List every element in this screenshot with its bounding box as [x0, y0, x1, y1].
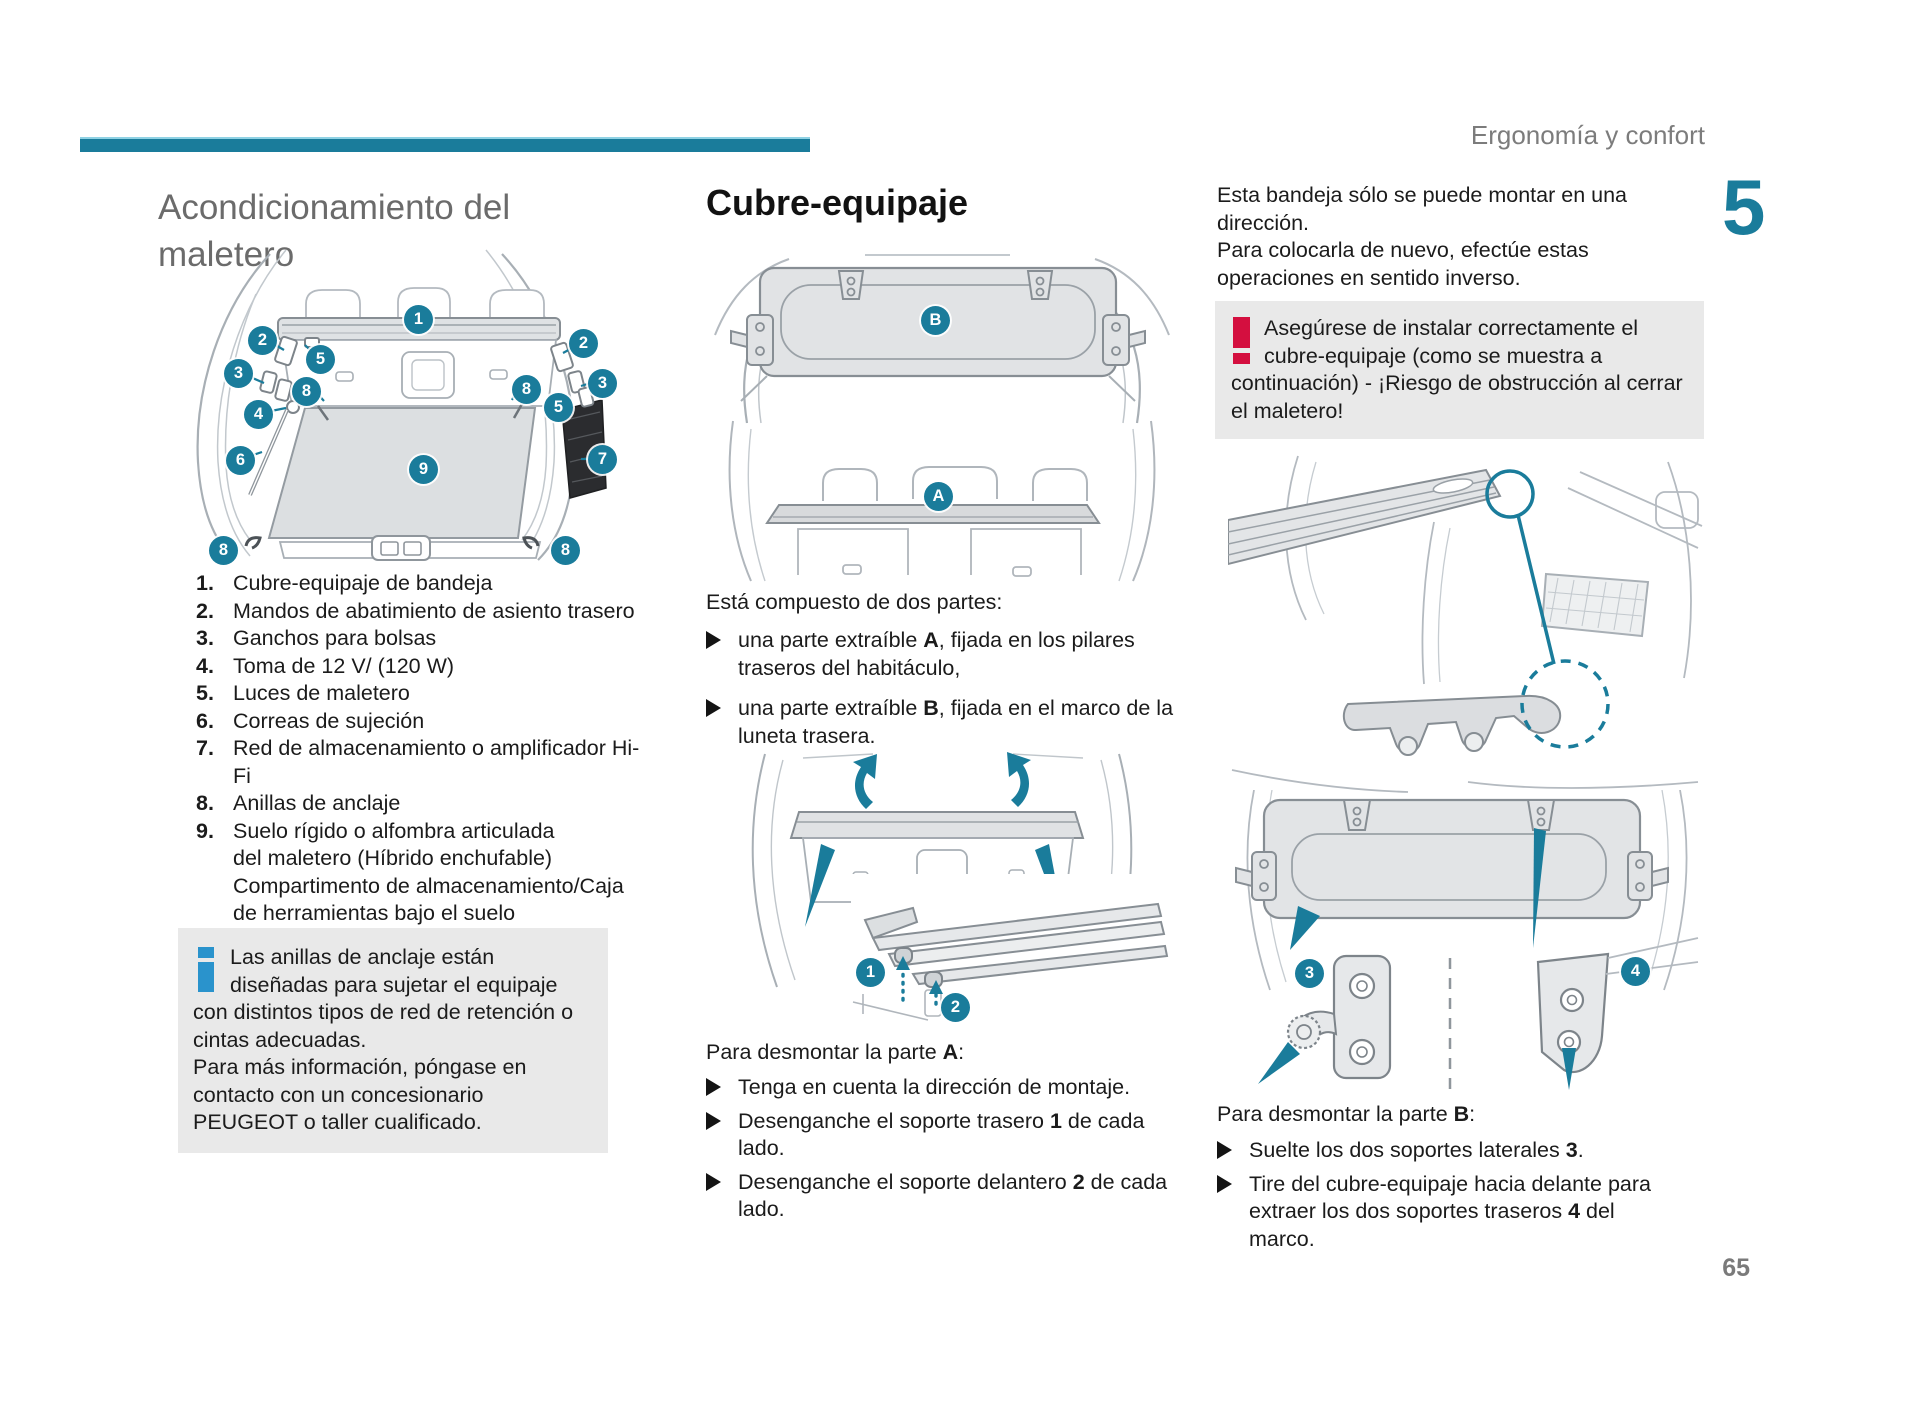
bullet-arrow-icon	[1217, 1141, 1232, 1159]
chapter-number: 5	[1722, 163, 1766, 251]
legend-item: 1.Cubre-equipaje de bandeja	[196, 571, 493, 595]
legend-item: 6.Correas de sujeción	[196, 708, 425, 733]
list-item: Desenganche el soporte trasero 1 de cada…	[706, 1108, 1178, 1163]
legend-item: 2.Mandos de abatimiento de asiento trase…	[196, 598, 635, 623]
legend-item: 5.Luces de maletero	[196, 681, 410, 705]
list-item: una parte extraíble B, fijada en el marc…	[706, 695, 1178, 750]
info-icon	[198, 947, 214, 992]
callout-B: B	[921, 306, 950, 335]
callout-1: 1	[404, 305, 433, 334]
bullet-arrow-icon	[706, 699, 721, 717]
bullet-arrow-icon	[706, 1078, 721, 1096]
luggage-cover-parts-diagram: B A	[703, 243, 1181, 583]
list-item: Suelte los dos soportes laterales 3.	[1217, 1137, 1679, 1165]
list-item: una parte extraíble A, fijada en los pil…	[706, 627, 1178, 682]
trunk-overview-diagram: 1 2 2 3 3 4 5 5 6 7 8 8 8 8 9	[150, 240, 620, 565]
callout-8: 8	[512, 375, 541, 404]
callout-3: 3	[1295, 959, 1324, 988]
legend-item: 9.Suelo rígido o alfombra articulada del…	[196, 818, 624, 926]
callout-3: 3	[588, 369, 617, 398]
list-item: Tire del cubre-equipaje hacia delante pa…	[1217, 1171, 1679, 1254]
cover-parts-list: una parte extraíble A, fijada en los pil…	[706, 627, 1178, 763]
remove-part-a-steps: Tenga en cuenta la dirección de montaje.…	[706, 1074, 1178, 1230]
page-number: 65	[1722, 1254, 1750, 1282]
legend-item: 8.Anillas de anclaje	[196, 791, 401, 815]
callout-5: 5	[544, 393, 573, 422]
bullet-arrow-icon	[706, 1172, 721, 1191]
remove-part-b-steps: Suelte los dos soportes laterales 3. Tir…	[1217, 1137, 1679, 1259]
info-note-box: Las anillas de anclaje están diseñadas p…	[178, 928, 608, 1153]
callout-2: 2	[941, 993, 970, 1022]
remove-part-b-diagram: 3 4	[1228, 790, 1705, 1102]
callout-3: 3	[224, 359, 253, 388]
cover-intro-text: Está compuesto de dos partes:	[706, 590, 1003, 614]
tray-direction-note: Esta bandeja sólo se puede montar en una…	[1217, 183, 1627, 290]
warning-icon	[1233, 317, 1250, 364]
bullet-arrow-icon	[706, 1111, 721, 1130]
callout-4: 4	[1621, 957, 1650, 986]
remove-part-b-heading: Para desmontar la parte B:	[1217, 1102, 1476, 1126]
legend-item: 3.Ganchos para bolsas	[196, 626, 437, 650]
callout-A: A	[924, 482, 953, 511]
middle-section-heading: Cubre-equipaje	[706, 182, 969, 223]
callout-9: 9	[409, 455, 438, 484]
callout-2: 2	[569, 329, 598, 358]
callout-2: 2	[248, 326, 277, 355]
warning-note-text: Asegúrese de instalar correctamente el c…	[1231, 316, 1683, 423]
bullet-arrow-icon	[1217, 1174, 1232, 1193]
section-title: Ergonomía y confort	[1470, 120, 1705, 150]
bullet-arrow-icon	[706, 631, 721, 649]
list-item: Desenganche el soporte delantero 2 de ca…	[706, 1169, 1178, 1224]
callout-7: 7	[588, 445, 617, 474]
callout-1: 1	[856, 958, 885, 987]
trunk-legend-list: 1.Cubre-equipaje de bandeja 2.Mandos de …	[196, 570, 670, 928]
remove-part-a-heading: Para desmontar la parte A:	[706, 1040, 965, 1064]
remove-part-a-diagram: 1 2	[703, 752, 1181, 1037]
legend-item: 7.Red de almacenamiento o amplificador H…	[196, 736, 640, 788]
chapter-accent-bar	[80, 137, 810, 152]
callout-4: 4	[244, 400, 273, 429]
callout-8: 8	[292, 377, 321, 406]
legend-item: 4.Toma de 12 V/ (120 W)	[196, 653, 455, 678]
info-note-text: Las anillas de anclaje están diseñadas p…	[193, 945, 574, 1134]
callout-8: 8	[551, 536, 580, 565]
callout-8: 8	[209, 536, 238, 565]
callout-6: 6	[226, 446, 255, 475]
shelf-installation-diagram	[1228, 452, 1705, 797]
left-section-heading: Acondicionamiento del maletero	[158, 188, 511, 274]
callout-5: 5	[306, 345, 335, 374]
list-item: Tenga en cuenta la dirección de montaje.	[706, 1074, 1178, 1102]
warning-note-box: Asegúrese de instalar correctamente el c…	[1215, 301, 1704, 439]
